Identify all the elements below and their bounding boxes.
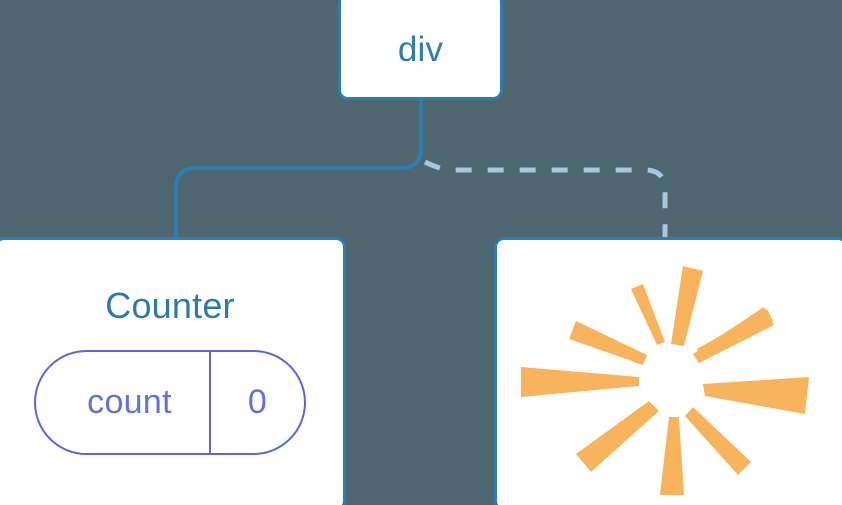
sparkle-ray-4 <box>569 321 647 365</box>
sparkle-ray-10 <box>697 309 773 359</box>
state-value-label: 0 <box>209 352 304 453</box>
sparkle-ray-6 <box>703 377 809 414</box>
sparkle-burst-icon <box>521 266 809 495</box>
node-div-label: div <box>397 29 444 69</box>
sparkle-ray-8 <box>685 407 751 475</box>
state-key-label: count <box>87 383 172 421</box>
edge-div-to-counter <box>174 100 423 240</box>
sparkle-container <box>521 249 821 499</box>
node-counter-label: Counter <box>105 285 235 326</box>
node-sparkle[interactable] <box>494 237 842 505</box>
sparkle-ray-1 <box>671 266 703 346</box>
sparkle-ray-5 <box>521 367 639 397</box>
sparkle-ray-2 <box>631 284 665 345</box>
state-pill-count[interactable]: count 0 <box>34 350 306 455</box>
sparkle-ray-7 <box>576 401 659 472</box>
sparkle-ray-9 <box>660 417 684 495</box>
edge-div-to-sparkle <box>423 159 668 240</box>
node-div[interactable]: div <box>338 0 503 100</box>
node-counter[interactable]: Counter count 0 <box>0 237 346 505</box>
